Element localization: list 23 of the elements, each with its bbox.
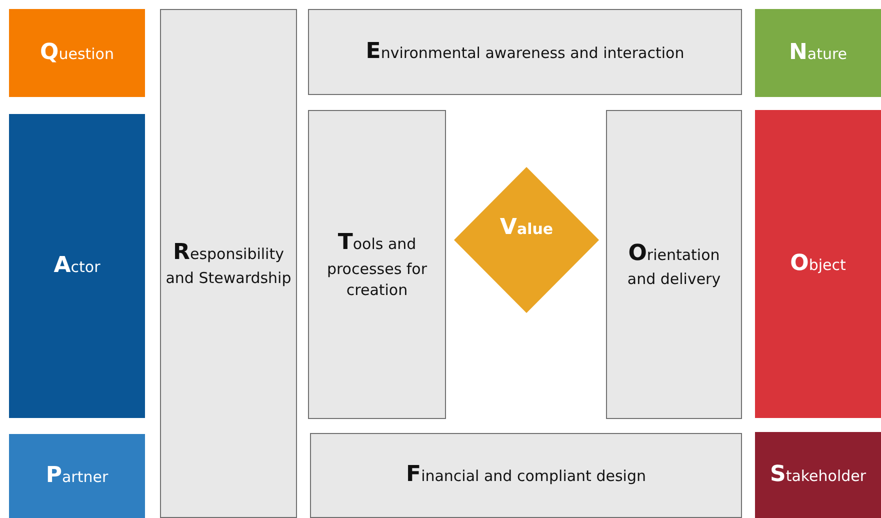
- stakeholder-box: [755, 432, 881, 518]
- financial-box: [310, 433, 742, 518]
- box-label: Actor: [54, 252, 100, 280]
- box-label: Responsibility and Stewardship: [164, 238, 292, 290]
- box-label: Orientation and delivery: [626, 240, 722, 290]
- box-label: Question: [40, 38, 114, 67]
- box-label: Financial and compliant design: [406, 461, 646, 490]
- question-box: [9, 9, 145, 97]
- box-label: Tools and processes for creation: [326, 229, 428, 301]
- partner-box: [9, 434, 145, 518]
- diamond-label: Value: [500, 214, 554, 242]
- environment-box: [308, 9, 742, 95]
- box-label: Object: [790, 250, 846, 278]
- box-label: Partner: [46, 462, 108, 490]
- responsibility-box: [160, 9, 297, 518]
- nature-box: [755, 9, 881, 97]
- object-box: [755, 110, 881, 418]
- actor-box: [9, 114, 145, 418]
- orientation-box: [606, 110, 742, 419]
- box-label: Nature: [788, 38, 848, 67]
- box-label: Environmental awareness and interaction: [366, 38, 684, 66]
- box-label: Stakeholder: [770, 460, 866, 489]
- tools-box: [308, 110, 446, 419]
